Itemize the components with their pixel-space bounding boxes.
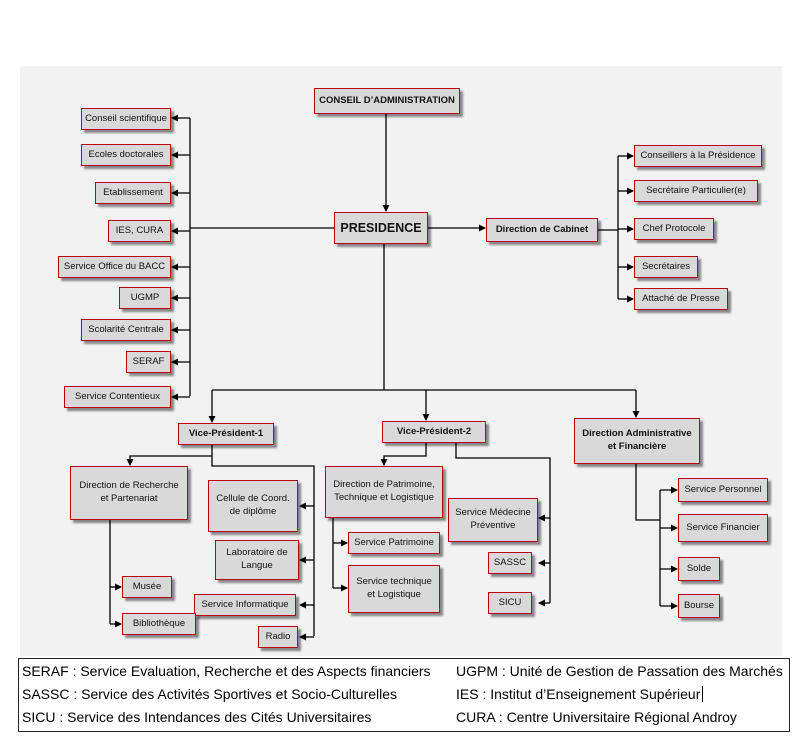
connector-vp1-bus <box>211 456 315 636</box>
vp1-unit-radio: Radio <box>258 626 298 648</box>
vp1-unit-cellule-coordination: Cellule de Coord. de diplôme <box>208 480 298 532</box>
vp1-unit-laboratoire-langue: Laboratoire de Langue <box>215 540 299 580</box>
abbreviation-legend: SERAF : Service Evaluation, Recherche et… <box>18 658 790 732</box>
left-unit-seraf: SERAF <box>126 351 171 373</box>
vp2-unit-medecine-preventive: Service Médecine Préventive <box>448 498 538 542</box>
connector-daf-stub <box>635 464 660 521</box>
cabinet-unit-conseillers: Conseillers à la Présidence <box>634 145 762 167</box>
daf-unit-service-personnel: Service Personnel <box>678 478 768 502</box>
daf-unit-service-financier: Service Financier <box>678 514 768 542</box>
daf-unit-bourse: Bourse <box>678 594 720 618</box>
left-unit-etablissement: Etablissement <box>95 182 171 204</box>
daf-unit-solde: Solde <box>678 557 720 581</box>
conseil-administration-box: CONSEIL D’ADMINISTRATION <box>314 88 460 114</box>
vp2-unit-sicu: SICU <box>488 592 532 614</box>
vp2-unit-sassc: SASSC <box>488 552 532 574</box>
connector-vp2-bus <box>455 443 551 603</box>
legend-item-ies: IES : Institut d’Enseignement Supérieur <box>456 686 704 702</box>
legend-item-seraf: SERAF : Service Evaluation, Recherche et… <box>22 663 431 679</box>
cabinet-unit-chef-protocole: Chef Protocole <box>634 218 714 240</box>
left-unit-scolarite-centrale: Scolarité Centrale <box>81 319 171 341</box>
patrimoine-unit-service-patrimoine: Service Patrimoine <box>348 532 440 554</box>
left-unit-ecoles-doctorales: Ecoles doctorales <box>81 144 171 166</box>
cabinet-unit-secretaire-particulier: Secrétaire Particulier(e) <box>634 180 758 202</box>
vp1-box: Vice-Président-1 <box>178 423 274 445</box>
direction-recherche-box: Direction de Recherche et Partenariat <box>70 466 188 520</box>
direction-cabinet-box: Direction de Cabinet <box>486 218 598 242</box>
direction-patrimoine-box: Direction de Patrimoine, Technique et Lo… <box>325 466 443 518</box>
connector-vp1-research <box>126 445 213 466</box>
legend-item-sicu: SICU : Service des Intendances des Cités… <box>22 709 372 725</box>
research-unit-bibliotheque: Bibliothèque <box>122 613 196 635</box>
left-unit-service-contentieux: Service Contentieux <box>64 386 171 408</box>
connector-vp2-patrimoine <box>380 443 427 466</box>
patrimoine-unit-service-technique: Service technique et Logistique <box>348 565 440 613</box>
vp1-unit-service-informatique: Service Informatique <box>194 594 296 616</box>
research-unit-musee: Musée <box>122 576 172 598</box>
legend-item-sassc: SASSC : Service des Activités Sportives … <box>22 686 398 702</box>
cabinet-unit-attache-presse: Attaché de Presse <box>634 288 728 310</box>
left-unit-office-bacc: Service Office du BACC <box>58 256 171 278</box>
legend-item-cura: CURA : Centre Universitaire Régional And… <box>456 709 737 725</box>
direction-administrative-financiere-box: Direction Administrative et Financière <box>574 418 700 464</box>
vp2-box: Vice-Président-2 <box>382 421 486 443</box>
legend-item-ugpm: UGPM : Unité de Gestion de Passation des… <box>456 663 783 679</box>
left-unit-ies-cura: IES, CURA <box>108 220 171 242</box>
left-unit-ugmp: UGMP <box>119 287 171 309</box>
left-unit-conseil-scientifique: Conseil scientifique <box>81 108 171 130</box>
presidence-box: PRESIDENCE <box>334 212 428 244</box>
cabinet-unit-secretaires: Secrétaires <box>634 256 698 278</box>
